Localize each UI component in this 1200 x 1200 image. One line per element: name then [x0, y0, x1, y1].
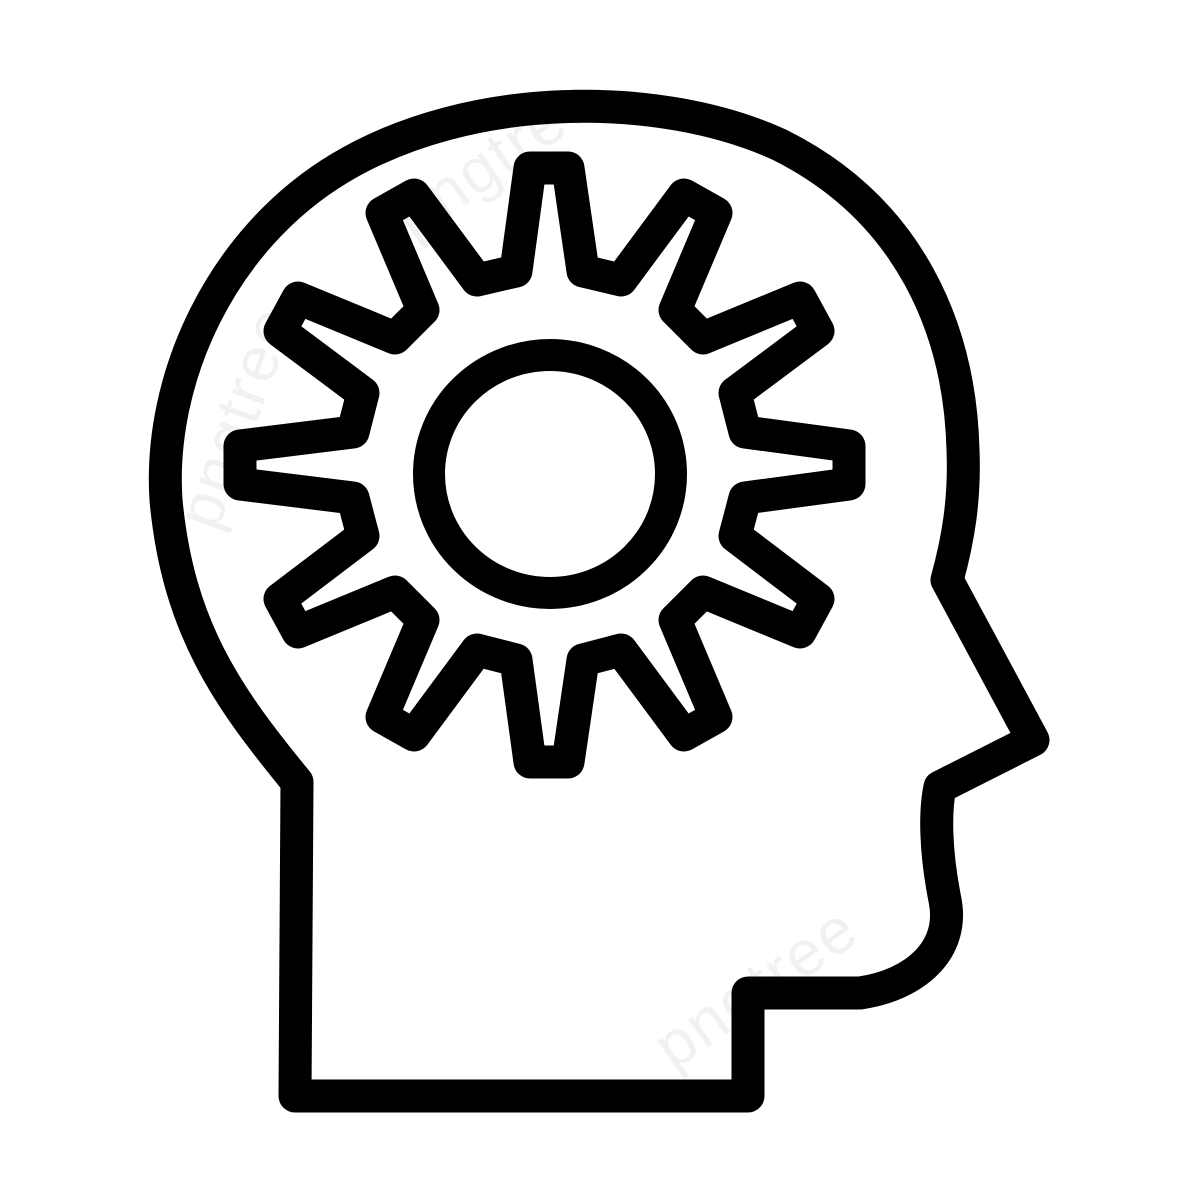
gear-outline	[223, 151, 866, 779]
head-outline	[148, 89, 1050, 1113]
gear-hub-circle	[413, 339, 687, 609]
